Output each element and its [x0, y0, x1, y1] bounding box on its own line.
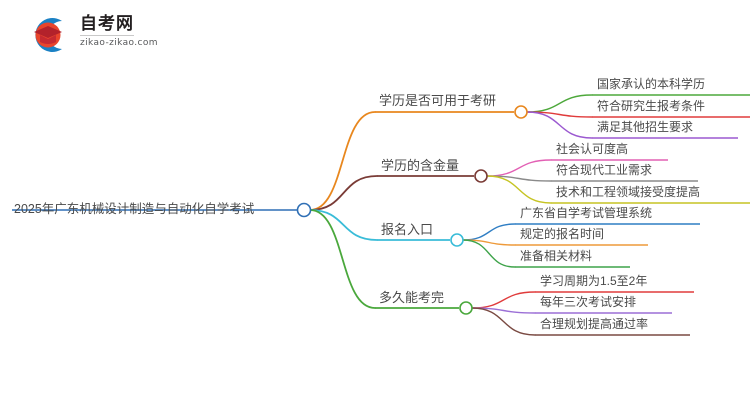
branch-node-dot-3[interactable]	[459, 301, 473, 315]
leaf-connector-0-0	[526, 94, 593, 113]
leaf-node-label-1-1[interactable]: 符合现代工业需求	[556, 163, 653, 177]
leaf-node-label-2-0[interactable]: 广东省自学考试管理系统	[520, 206, 653, 220]
leaf-node-label-0-0[interactable]: 国家承认的本科学历	[597, 77, 706, 91]
branch-node-dot-1[interactable]	[474, 169, 488, 183]
logo-cap-body	[40, 35, 56, 44]
leaf-connector-3-2	[471, 307, 536, 336]
branch-node-label-3[interactable]: 多久能考完	[379, 290, 445, 305]
branch-connector-2	[309, 209, 378, 241]
branch-node-dot-0[interactable]	[514, 105, 528, 119]
leaf-node-label-2-2[interactable]: 准备相关材料	[520, 249, 593, 263]
leaf-node-label-2-1[interactable]: 规定的报名时间	[520, 227, 605, 241]
root-node-label[interactable]: 2025年广东机械设计制造与自动化自学考试	[14, 202, 255, 216]
leaf-connector-1-2	[486, 175, 552, 204]
branch-connector-0	[309, 111, 376, 211]
leaf-node-label-3-0[interactable]: 学习周期为1.5至2年	[540, 274, 648, 288]
branch-connector-3	[309, 209, 376, 309]
root-node-dot[interactable]	[296, 202, 312, 218]
site-logo: 自考网 zikao-zikao.com	[24, 8, 204, 60]
branch-node-label-0[interactable]: 学历是否可用于考研	[379, 93, 497, 108]
leaf-node-label-1-0[interactable]: 社会认可度高	[556, 142, 629, 156]
leaf-node-label-3-1[interactable]: 每年三次考试安排	[540, 295, 637, 309]
leaf-node-label-0-1[interactable]: 符合研究生报考条件	[597, 99, 706, 113]
leaf-node-label-0-2[interactable]: 满足其他招生要求	[597, 120, 694, 134]
branch-node-label-1[interactable]: 学历的含金量	[381, 158, 460, 173]
leaf-connector-2-0	[462, 223, 516, 241]
logo-subtitle: zikao-zikao.com	[80, 38, 158, 48]
branch-connector-1	[309, 175, 378, 211]
leaf-connector-3-0	[471, 291, 536, 309]
zikao-graduation-cap-logo	[24, 12, 70, 58]
logo-cap-top	[34, 26, 62, 38]
leaf-connector-2-2	[462, 239, 516, 268]
leaf-node-label-3-2[interactable]: 合理规划提高通过率	[540, 317, 649, 331]
branch-node-dot-2[interactable]	[450, 233, 464, 247]
leaf-connector-1-0	[486, 159, 552, 177]
branch-node-label-2[interactable]: 报名入口	[381, 222, 434, 237]
leaf-node-label-1-2[interactable]: 技术和工程领域接受度提高	[556, 185, 701, 199]
logo-title: 自考网	[80, 14, 134, 36]
leaf-connector-0-2	[526, 111, 593, 139]
